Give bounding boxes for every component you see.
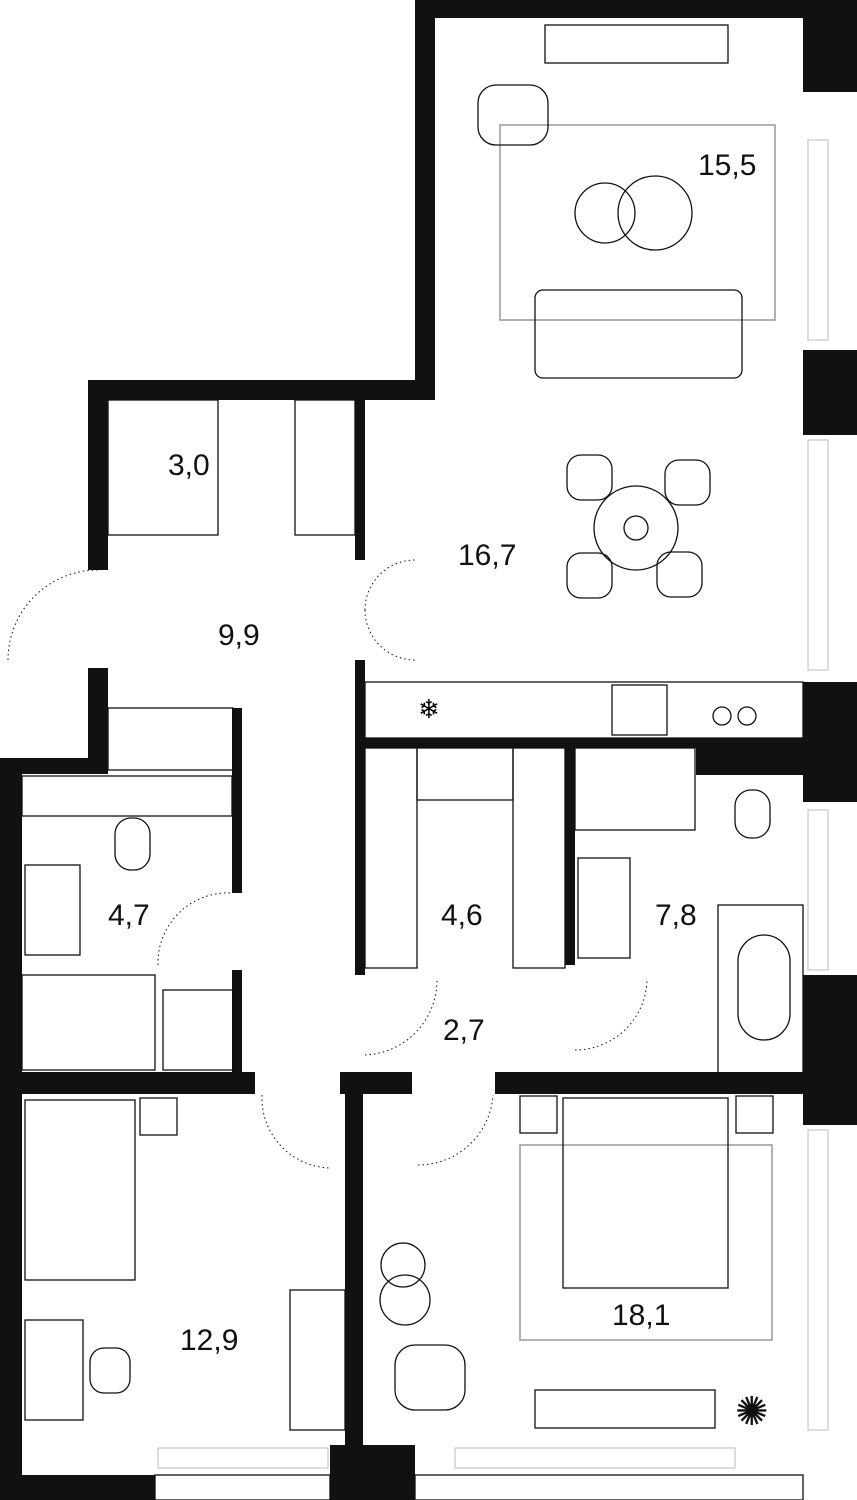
- kitchen-door: [364, 559, 416, 661]
- bed-single: [24, 1099, 136, 1281]
- desk: [24, 1319, 84, 1421]
- master-bedroom-door: [417, 1094, 494, 1166]
- room-area-bedroom-left: 12,9: [180, 1324, 238, 1357]
- dressing-door: [364, 979, 438, 1056]
- dining-chair: [566, 552, 613, 599]
- windows: [154, 139, 829, 1500]
- room-area-dressing: 4,6: [441, 899, 483, 932]
- stove-burner: [737, 706, 757, 726]
- coffee-table: [574, 182, 636, 244]
- nightstand: [735, 1095, 774, 1134]
- rug-bedroom: [519, 1144, 773, 1341]
- stove-burner: [712, 706, 732, 726]
- desk-chair: [89, 1347, 131, 1394]
- shower: [21, 974, 156, 1071]
- wardrobe-cabinet: [107, 399, 219, 536]
- washbasin: [24, 864, 81, 956]
- dining-chair: [664, 459, 711, 506]
- dining-chair: [656, 551, 703, 598]
- coffee-table: [617, 175, 693, 251]
- tv-console: [544, 24, 729, 64]
- room-area-master-bedroom: 18,1: [612, 1299, 670, 1332]
- washing-machine: [162, 989, 234, 1071]
- room-area-bathroom-left: 4,7: [108, 899, 150, 932]
- tv-console-bedroom: [534, 1389, 716, 1429]
- kitchen-counter: [364, 681, 804, 739]
- wardrobe-top: [416, 747, 514, 801]
- side-table: [379, 1274, 431, 1326]
- entry-door: [7, 569, 99, 661]
- room-area-corridor: 2,7: [443, 1014, 485, 1047]
- dining-chair: [566, 454, 613, 501]
- bed-double: [562, 1097, 729, 1289]
- shelf: [21, 775, 233, 817]
- room-area-living: 15,5: [698, 149, 756, 182]
- wardrobe-left: [364, 747, 418, 969]
- bathroom-right-door: [574, 979, 648, 1051]
- washbasin-right: [577, 857, 631, 959]
- nightstand: [519, 1095, 558, 1134]
- rug: [499, 124, 776, 321]
- bathroom-door: [157, 892, 233, 966]
- sink: [611, 684, 668, 736]
- room-area-hallway: 9,9: [218, 619, 260, 652]
- armchair: [477, 84, 549, 146]
- bench: [107, 707, 234, 771]
- armchair-bedroom: [394, 1344, 466, 1411]
- nightstand: [139, 1097, 178, 1136]
- freezer-icon: ❄: [418, 695, 440, 724]
- room-area-wardrobe: 3,0: [168, 449, 210, 482]
- bathtub-inner: [737, 934, 791, 1041]
- room-area-bathroom-right: 7,8: [655, 899, 697, 932]
- toilet: [114, 817, 151, 871]
- toilet-right: [734, 789, 771, 839]
- room-area-kitchen: 16,7: [458, 539, 516, 572]
- dining-table-center: [623, 515, 649, 541]
- side-table: [380, 1242, 426, 1288]
- dining-table: [593, 485, 679, 571]
- plant-icon: ✺: [735, 1389, 769, 1434]
- shower-right: [574, 747, 696, 831]
- wardrobe-right: [512, 747, 566, 969]
- wardrobe-bedroom: [289, 1289, 346, 1431]
- sofa: [534, 289, 743, 379]
- shoe-cabinet: [294, 399, 356, 536]
- bedroom-left-door: [261, 1094, 331, 1169]
- bathtub: [717, 904, 804, 1074]
